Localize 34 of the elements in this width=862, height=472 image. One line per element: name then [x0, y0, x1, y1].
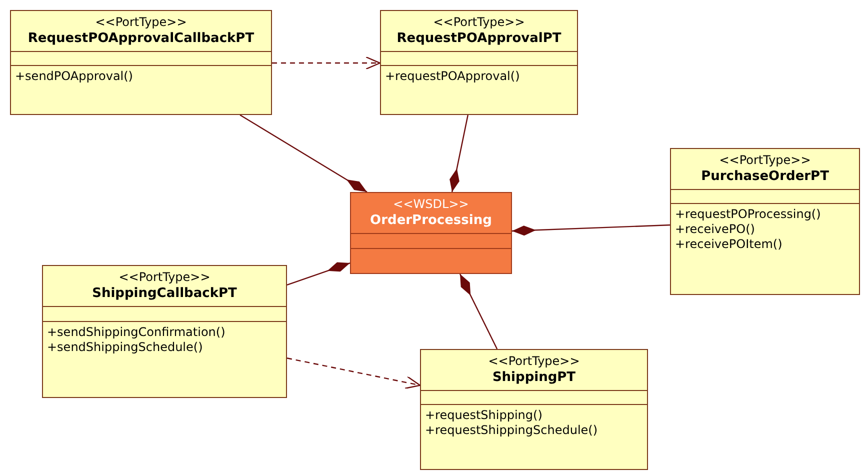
class-name: ShippingPT [491, 369, 577, 386]
composition-line [450, 114, 468, 192]
composition-line [286, 262, 350, 286]
method-label: +requestPOProcessing() [675, 207, 822, 222]
composition-line [240, 114, 368, 193]
class-name: PurchaseOrderPT [700, 168, 830, 185]
class-box [10, 10, 272, 115]
stereotype-label: <<PortType>> [94, 14, 188, 30]
stereotype-label: <<WSDL>> [392, 196, 470, 212]
dependency-arrow [272, 56, 381, 70]
class-box [42, 265, 287, 398]
method-label: +sendShippingConfirmation() [47, 325, 226, 340]
method-label: +requestShippingSchedule() [425, 423, 599, 438]
method-label: +receivePOItem() [675, 237, 784, 252]
composition-line [512, 224, 670, 236]
stereotype-label: <<PortType>> [118, 269, 212, 285]
method-label: +receivePO() [675, 222, 756, 237]
class-box [350, 192, 512, 274]
class-name: OrderProcessing [369, 212, 493, 229]
composition-line [459, 274, 498, 350]
class-box [420, 349, 648, 470]
stereotype-label: <<PortType>> [718, 152, 812, 168]
class-box [670, 148, 860, 295]
method-label: +requestPOApproval() [385, 69, 521, 84]
method-label: +sendPOApproval() [15, 69, 134, 84]
class-name: RequestPOApprovalCallbackPT [26, 30, 256, 47]
dependency-arrow [286, 358, 421, 389]
stereotype-label: <<PortType>> [432, 14, 526, 30]
method-label: +requestShipping() [425, 408, 544, 423]
stereotype-label: <<PortType>> [487, 353, 581, 369]
class-box [380, 10, 578, 115]
class-name: RequestPOApprovalPT [396, 30, 562, 47]
method-label: +sendShippingSchedule() [47, 340, 204, 355]
class-name: ShippingCallbackPT [91, 285, 238, 302]
